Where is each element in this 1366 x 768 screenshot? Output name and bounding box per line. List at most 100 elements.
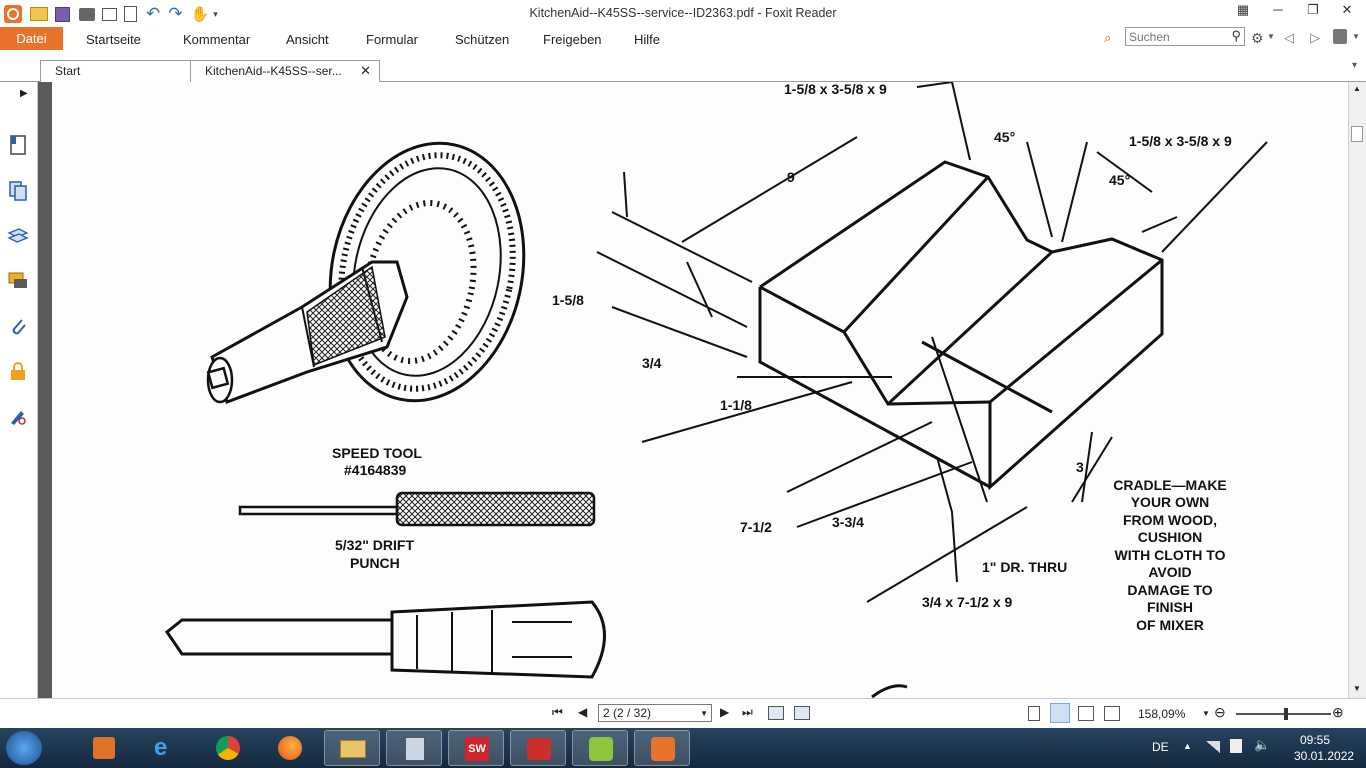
label-dim-7-1-2: 7-1/2 [740,519,772,535]
chrome-icon[interactable] [200,730,256,766]
navigation-panel: ▶ [0,82,38,698]
vertical-scrollbar[interactable]: ▲ ▼ [1348,82,1366,698]
green-app-icon[interactable] [572,730,628,766]
close-icon[interactable]: ✕ [360,63,371,78]
zoom-out-icon[interactable]: ⊖ [1214,704,1226,720]
new-document-icon[interactable] [124,6,137,22]
clock-time[interactable]: 09:55 [1300,733,1331,747]
first-page-icon[interactable]: ⏮ [552,705,563,719]
tab-schuetzen[interactable]: Schützen [455,32,510,47]
cradle-line-1: CRADLE—MAKE [1113,477,1227,493]
zoom-slider[interactable] [1236,708,1331,720]
tab-freigeben[interactable]: Freigeben [543,32,602,47]
layers-icon[interactable] [7,225,29,247]
tab-kommentar[interactable]: Kommentar [183,32,251,47]
cradle-line-7: DAMAGE TO [1127,582,1212,598]
solidworks-icon[interactable]: SW [448,730,504,766]
close-button[interactable]: ✕ [1341,2,1353,17]
internet-explorer-icon[interactable]: e [154,734,168,761]
drift-punch [238,505,399,516]
scroll-up-icon[interactable]: ▲ [1353,84,1361,93]
scroll-down-icon[interactable]: ▼ [1353,684,1361,693]
chevron-down-icon[interactable]: ▼ [1352,32,1360,41]
zoom-slider-thumb[interactable] [1284,708,1288,720]
cradle-line-3: FROM WOOD, [1123,512,1217,528]
redo-icon[interactable]: ↷ [168,4,183,23]
zoom-in-icon[interactable]: ⊕ [1332,704,1344,720]
page-number-select[interactable]: 2 (2 / 32) ▼ [598,704,712,722]
continuous-facing-icon[interactable] [1104,706,1120,721]
show-hidden-icons-icon[interactable]: ▲ [1183,741,1192,751]
tab-datei[interactable]: Datei [0,27,63,50]
file-explorer-icon[interactable] [324,730,380,766]
action-center-icon[interactable] [1230,739,1242,753]
lock-icon[interactable] [7,360,29,382]
tab-document[interactable]: KitchenAid--K45SS--ser... ✕ [190,60,380,82]
tab-ansicht[interactable]: Ansicht [286,32,329,47]
previous-page-icon[interactable]: ◀ [578,705,588,719]
tab-startseite[interactable]: Startseite [86,32,141,47]
network-icon[interactable] [1206,741,1220,753]
media-player-icon[interactable] [76,730,132,766]
signature-icon[interactable] [7,405,29,427]
last-page-icon[interactable]: ⏭ [742,705,753,719]
tab-formular[interactable]: Formular [366,32,419,47]
cradle-line-2: YOUR OWN [1131,494,1210,510]
photo-app-icon[interactable] [510,730,566,766]
speed-tool-outer-ring [328,141,526,403]
speed-tool-inner-ring [352,167,502,377]
customize-dropdown-icon[interactable]: ▾ [213,8,218,19]
find-icon[interactable]: ⌕ [1104,30,1112,45]
cradle-line-4: CUSHION [1138,529,1203,545]
facing-pages-icon[interactable] [1078,706,1094,721]
foxit-app-icon[interactable] [4,5,22,23]
search-input[interactable] [1126,28,1228,46]
user-account-icon[interactable] [1333,29,1347,44]
pdf-page: SPEED TOOL #4164839 5/32" DRIFT PUNCH 1-… [52,82,1348,698]
previous-result-icon[interactable]: ◁ [1284,30,1294,45]
restore-button[interactable]: ❐ [1307,2,1319,17]
comments-icon[interactable] [7,270,29,292]
scrollbar-thumb[interactable] [1351,126,1363,142]
tab-hilfe[interactable]: Hilfe [634,32,661,47]
tab-start[interactable]: Start [40,60,192,82]
search-box[interactable]: ⚲ [1125,27,1245,46]
copy-page-icon[interactable] [768,706,784,720]
next-result-icon[interactable]: ▷ [1310,30,1320,45]
pages-icon[interactable] [7,180,29,202]
attachments-icon[interactable] [7,315,29,337]
volume-icon[interactable]: 🔈 [1254,737,1271,752]
label-dim-3-3-4: 3-3/4 [832,514,864,530]
clock-date[interactable]: 30.01.2022 [1294,749,1355,763]
undo-icon[interactable]: ↶ [146,4,161,23]
open-folder-icon[interactable] [30,7,48,21]
cradle-line-6: AVOID [1148,564,1191,580]
next-page-icon[interactable]: ▶ [720,705,730,719]
firefox-icon[interactable] [262,730,318,766]
minimize-button[interactable]: ─ [1273,2,1283,17]
ribbon-display-icon[interactable]: ▦ [1236,2,1250,17]
label-dim-1-1-8: 1-1/8 [720,397,752,413]
single-page-icon[interactable] [1028,706,1040,721]
search-settings-icon[interactable]: ⚙ [1251,30,1264,46]
tab-label: KitchenAid--K45SS--ser... [205,64,342,78]
insert-page-icon[interactable] [794,706,810,720]
bookmarks-icon[interactable] [7,134,29,156]
tab-list-chevron-icon[interactable]: ▾ [1352,60,1358,71]
print-icon[interactable] [79,7,95,21]
properties-icon[interactable] [102,7,117,21]
expand-panel-icon[interactable]: ▶ [20,88,28,99]
calculator-icon[interactable] [386,730,442,766]
label-speed-tool-number: #4164839 [344,462,407,478]
document-viewport[interactable]: SPEED TOOL #4164839 5/32" DRIFT PUNCH 1-… [38,82,1348,698]
language-indicator[interactable]: DE [1152,740,1169,754]
chevron-down-icon[interactable]: ▼ [1202,709,1210,718]
search-icon[interactable]: ⚲ [1231,28,1241,43]
zoom-level[interactable]: 158,09% [1138,707,1186,721]
hand-tool-icon[interactable]: ✋ [190,6,210,23]
chevron-down-icon[interactable]: ▼ [1267,32,1275,41]
save-icon[interactable] [55,6,70,22]
start-button[interactable] [6,731,42,765]
foxit-reader-taskbar-icon[interactable] [634,730,690,766]
continuous-page-icon[interactable] [1050,703,1070,723]
